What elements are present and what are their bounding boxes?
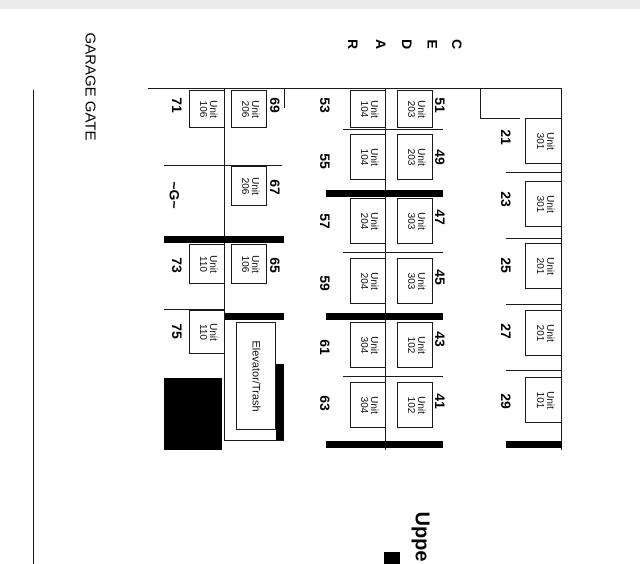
middle-divider [343,252,443,253]
g-marker: ~G~ [167,181,183,209]
middle-divider [343,376,443,377]
space-number: 21 [497,129,514,145]
cedar-street-label: C E D A R [336,36,466,50]
space-number: 75 [168,323,185,339]
space-number: 47 [431,209,448,225]
bottom-top-line [148,88,284,89]
space-number: 53 [316,97,333,113]
space-number: 63 [316,395,333,411]
middle-divider [343,129,443,130]
middle-divider [343,88,443,89]
cedar-letter: C [449,38,466,50]
middle-bar [326,190,443,197]
space-number: 29 [497,393,514,409]
space-number: 71 [168,97,185,113]
space-number: 23 [497,191,514,207]
space-number: 27 [497,323,514,339]
elevator-bottom-line [224,440,284,441]
space-number: 61 [316,339,333,355]
space-number: 25 [497,257,514,273]
bottom-bar [224,313,284,320]
space-number: 57 [316,213,333,229]
top-edge [0,0,640,9]
space-number: 41 [431,393,448,409]
space-divider [506,370,562,371]
upper-label-partial: Uppe [410,511,433,561]
middle-bar [326,441,443,448]
space-number: 49 [431,149,448,165]
corner-notch-bottom [480,118,520,119]
cedar-letter: E [424,39,441,49]
wall-block [164,378,222,450]
cedar-letter: D [399,38,416,50]
cedar-letter: R [345,38,362,50]
cedar-letter: A [373,38,390,50]
space-divider [506,238,562,239]
space-number: 67 [266,179,283,195]
partial-glyph [384,552,400,564]
space-number: 51 [431,97,448,113]
space-divider [506,172,562,173]
row-end-bar [506,441,562,448]
space-divider [506,304,562,305]
space-number: 43 [431,331,448,347]
corner-notch [480,88,481,118]
space-number: 59 [316,275,333,291]
space-number: 55 [316,153,333,169]
elevator-right-line [284,88,285,108]
garage-gate-label: GARAGE GATE [81,31,99,141]
space-number: 73 [168,257,185,273]
elevator-wall [276,364,284,440]
bottom-divider [164,309,224,310]
elevator-trash-box: Elevator/Trash [236,322,276,430]
space-number: 69 [266,97,283,113]
margin-line [33,90,34,564]
bottom-bar [164,236,284,243]
space-number: 45 [431,269,448,285]
middle-bar [326,313,443,320]
space-number: 65 [266,257,283,273]
bottom-divider [164,165,282,166]
